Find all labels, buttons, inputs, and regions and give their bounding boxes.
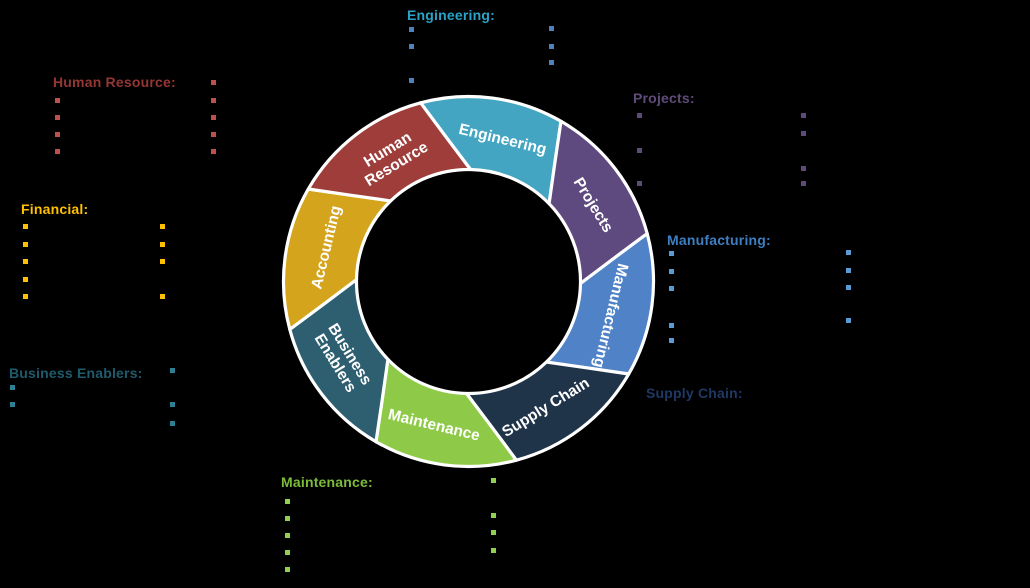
business-enablers-bullet-marker xyxy=(10,385,15,390)
financial-bullet-marker xyxy=(160,224,165,229)
maintenance-bullet-marker xyxy=(491,513,496,518)
engineering-bullet-marker xyxy=(409,44,414,49)
financial-bullet-marker xyxy=(23,259,28,264)
business-enablers-heading: Business Enablers: xyxy=(9,365,143,381)
projects-bullet-marker xyxy=(801,131,806,136)
maintenance-bullet-marker xyxy=(491,478,496,483)
engineering-bullet-marker xyxy=(549,26,554,31)
projects-bullet-marker xyxy=(801,181,806,186)
maintenance-bullet-marker xyxy=(285,499,290,504)
manufacturing-bullet-marker xyxy=(669,251,674,256)
human-resource-heading: Human Resource: xyxy=(53,74,176,90)
human-resource-bullet-marker xyxy=(55,132,60,137)
manufacturing-bullet-marker xyxy=(669,286,674,291)
maintenance-heading: Maintenance: xyxy=(281,474,373,490)
financial-bullet-marker xyxy=(23,224,28,229)
projects-bullet-marker xyxy=(637,181,642,186)
maintenance-bullet-marker xyxy=(285,516,290,521)
financial-bullet-marker xyxy=(23,294,28,299)
financial-bullet-marker xyxy=(160,294,165,299)
business-enablers-bullet-marker xyxy=(170,421,175,426)
manufacturing-bullet-marker xyxy=(846,285,851,290)
maintenance-bullet-marker xyxy=(285,550,290,555)
maintenance-bullet-marker xyxy=(491,530,496,535)
manufacturing-bullet-marker xyxy=(669,338,674,343)
human-resource-bullet-marker xyxy=(55,98,60,103)
human-resource-bullet-marker xyxy=(211,115,216,120)
maintenance-bullet-marker xyxy=(285,533,290,538)
financial-bullet-marker xyxy=(160,259,165,264)
manufacturing-heading: Manufacturing: xyxy=(667,232,771,248)
financial-bullet-marker xyxy=(23,242,28,247)
projects-bullet-marker xyxy=(637,113,642,118)
engineering-bullet-marker xyxy=(409,78,414,83)
projects-heading: Projects: xyxy=(633,90,695,106)
manufacturing-bullet-marker xyxy=(846,318,851,323)
manufacturing-bullet-marker xyxy=(669,323,674,328)
manufacturing-bullet-marker xyxy=(669,269,674,274)
projects-bullet-marker xyxy=(637,148,642,153)
financial-bullet-marker xyxy=(160,242,165,247)
manufacturing-bullet-marker xyxy=(846,268,851,273)
projects-bullet-marker xyxy=(801,113,806,118)
business-enablers-bullet-marker xyxy=(10,402,15,407)
engineering-heading: Engineering: xyxy=(407,7,495,23)
manufacturing-bullet-marker xyxy=(846,250,851,255)
projects-bullet-marker xyxy=(801,166,806,171)
financial-heading: Financial: xyxy=(21,201,89,217)
financial-bullet-marker xyxy=(23,277,28,282)
human-resource-bullet-marker xyxy=(211,149,216,154)
supply-chain-heading: Supply Chain: xyxy=(646,385,743,401)
maintenance-bullet-marker xyxy=(285,567,290,572)
business-enablers-bullet-marker xyxy=(170,402,175,407)
business-enablers-bullet-marker xyxy=(170,368,175,373)
engineering-bullet-marker xyxy=(409,27,414,32)
human-resource-bullet-marker xyxy=(55,149,60,154)
segment-human-resource xyxy=(306,101,473,203)
maintenance-bullet-marker xyxy=(491,548,496,553)
engineering-bullet-marker xyxy=(549,60,554,65)
human-resource-bullet-marker xyxy=(55,115,60,120)
engineering-bullet-marker xyxy=(549,44,554,49)
human-resource-bullet-marker xyxy=(211,98,216,103)
human-resource-bullet-marker xyxy=(211,132,216,137)
human-resource-bullet-marker xyxy=(211,80,216,85)
